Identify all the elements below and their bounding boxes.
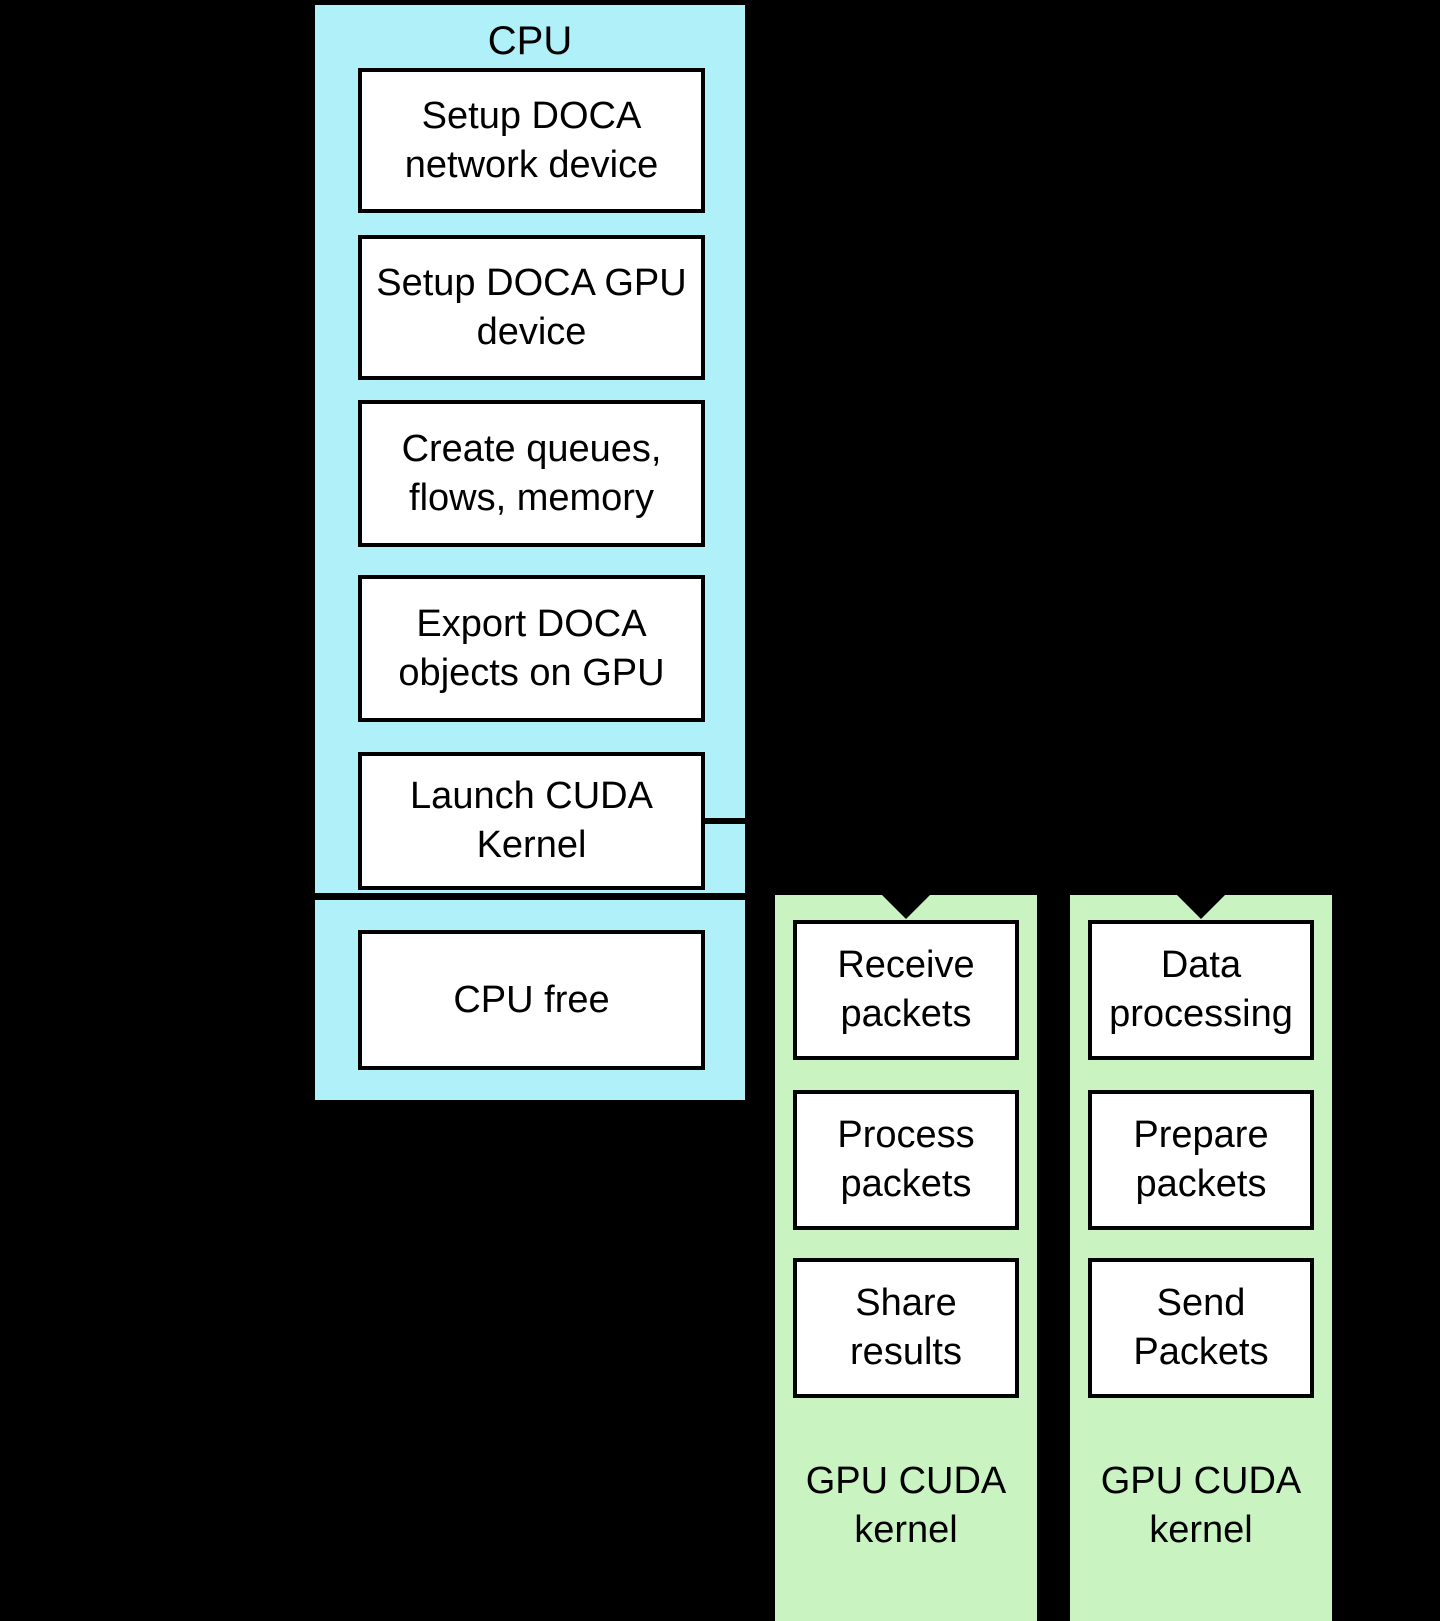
cpu-step-box: Setup DOCA GPU device <box>358 235 705 380</box>
cpu-free-panel: CPU free <box>315 900 745 1100</box>
cpu-step-box: Export DOCA objects on GPU <box>358 575 705 722</box>
gpu-kernel-box: Prepare packets <box>1088 1090 1314 1230</box>
cpu-step-box: Create queues, flows, memory <box>358 400 705 547</box>
gpu-kernel-box: Process packets <box>793 1090 1019 1230</box>
cpu-panel: CPU Setup DOCA network device Setup DOCA… <box>315 5 745 893</box>
gpu-kernel-box: Receive packets <box>793 920 1019 1060</box>
gpu-panel-1: Receive packets Process packets Share re… <box>775 895 1037 1621</box>
cpu-panel-title: CPU <box>487 19 573 63</box>
gpu-kernel-box: Data processing <box>1088 920 1314 1060</box>
gpu-panel-2: Data processing Prepare packets Send Pac… <box>1070 895 1332 1621</box>
cpu-step-box: Launch CUDA Kernel <box>358 752 705 890</box>
arrow-down-icon <box>1177 895 1225 919</box>
connector-line <box>705 818 757 824</box>
gpu-kernel-box: Send Packets <box>1088 1258 1314 1398</box>
cpu-free-box: CPU free <box>358 930 705 1070</box>
arrow-down-icon <box>882 895 930 919</box>
gpu-kernel-box: Share results <box>793 1258 1019 1398</box>
gpu-panel-label: GPU CUDA kernel <box>805 1460 1007 1551</box>
cpu-step-box: Setup DOCA network device <box>358 68 705 213</box>
gpu-panel-label: GPU CUDA kernel <box>1100 1460 1302 1551</box>
